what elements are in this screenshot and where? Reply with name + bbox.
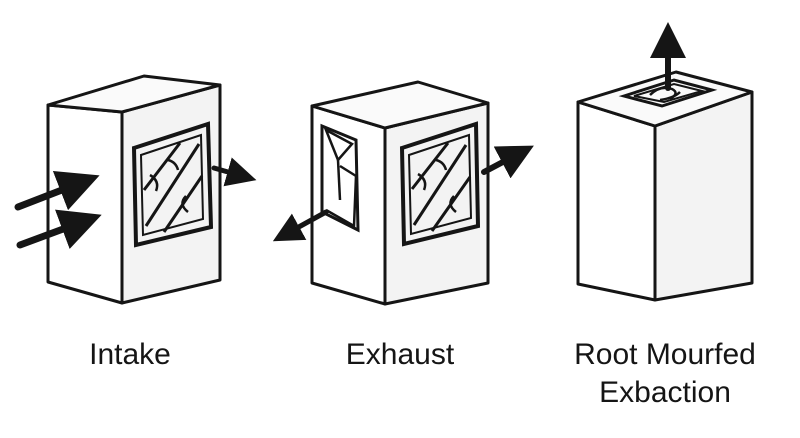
roof-unit xyxy=(576,22,754,302)
caption-exhaust: Exhaust xyxy=(345,338,455,371)
intake-arrow-icon xyxy=(14,157,257,249)
exhaust-fan-icon xyxy=(399,121,481,247)
intake-box-icon xyxy=(46,74,222,305)
exhaust-louver-icon xyxy=(320,123,360,233)
caption-roof: Root Mourfed Exbaction xyxy=(540,336,790,412)
caption-roof-line2: Exbaction xyxy=(599,376,731,409)
caption-roof-line1: Root Mourfed xyxy=(574,338,756,371)
exhaust-arrow-icon xyxy=(272,145,534,242)
intake-fan-icon xyxy=(131,121,214,248)
exhaust-unit xyxy=(272,80,534,306)
caption-intake: Intake xyxy=(89,338,171,371)
roof-vent-icon xyxy=(618,78,718,108)
intake-unit xyxy=(14,74,257,305)
